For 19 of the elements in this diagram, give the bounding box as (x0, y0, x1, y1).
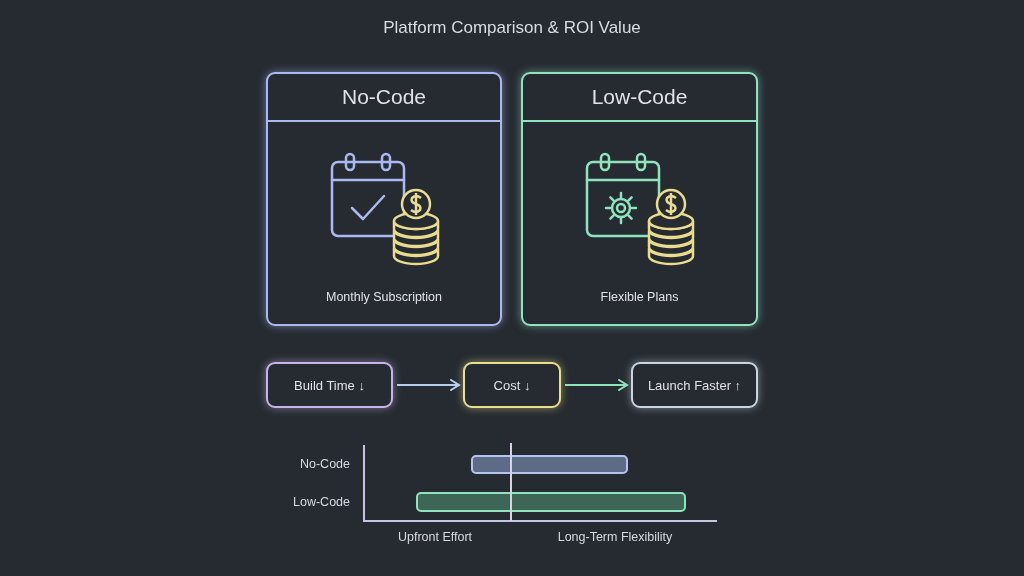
category-label: No-Code (298, 457, 350, 471)
category-label: Low-Code (292, 495, 350, 509)
box-label: Launch Faster ↑ (647, 377, 742, 393)
platform-card (521, 72, 758, 326)
box-label: Build Time ↓ (294, 377, 365, 393)
axis-label: Upfront Effort (396, 530, 474, 544)
process-box (631, 362, 758, 408)
card-caption: Monthly Subscription (325, 290, 443, 304)
process-box (266, 362, 393, 408)
axis-label: Long-Term Flexibility (556, 530, 674, 544)
arrow (565, 379, 628, 391)
card-title: No-Code (268, 74, 500, 122)
platform-card (266, 72, 502, 326)
process-box (463, 362, 561, 408)
card-caption: Flexible Plans (599, 290, 680, 304)
arrow (397, 379, 460, 391)
diagram-title: Platform Comparison & ROI Value (382, 18, 642, 38)
card-title: Low-Code (523, 74, 756, 122)
box-label: Cost ↓ (493, 377, 531, 393)
